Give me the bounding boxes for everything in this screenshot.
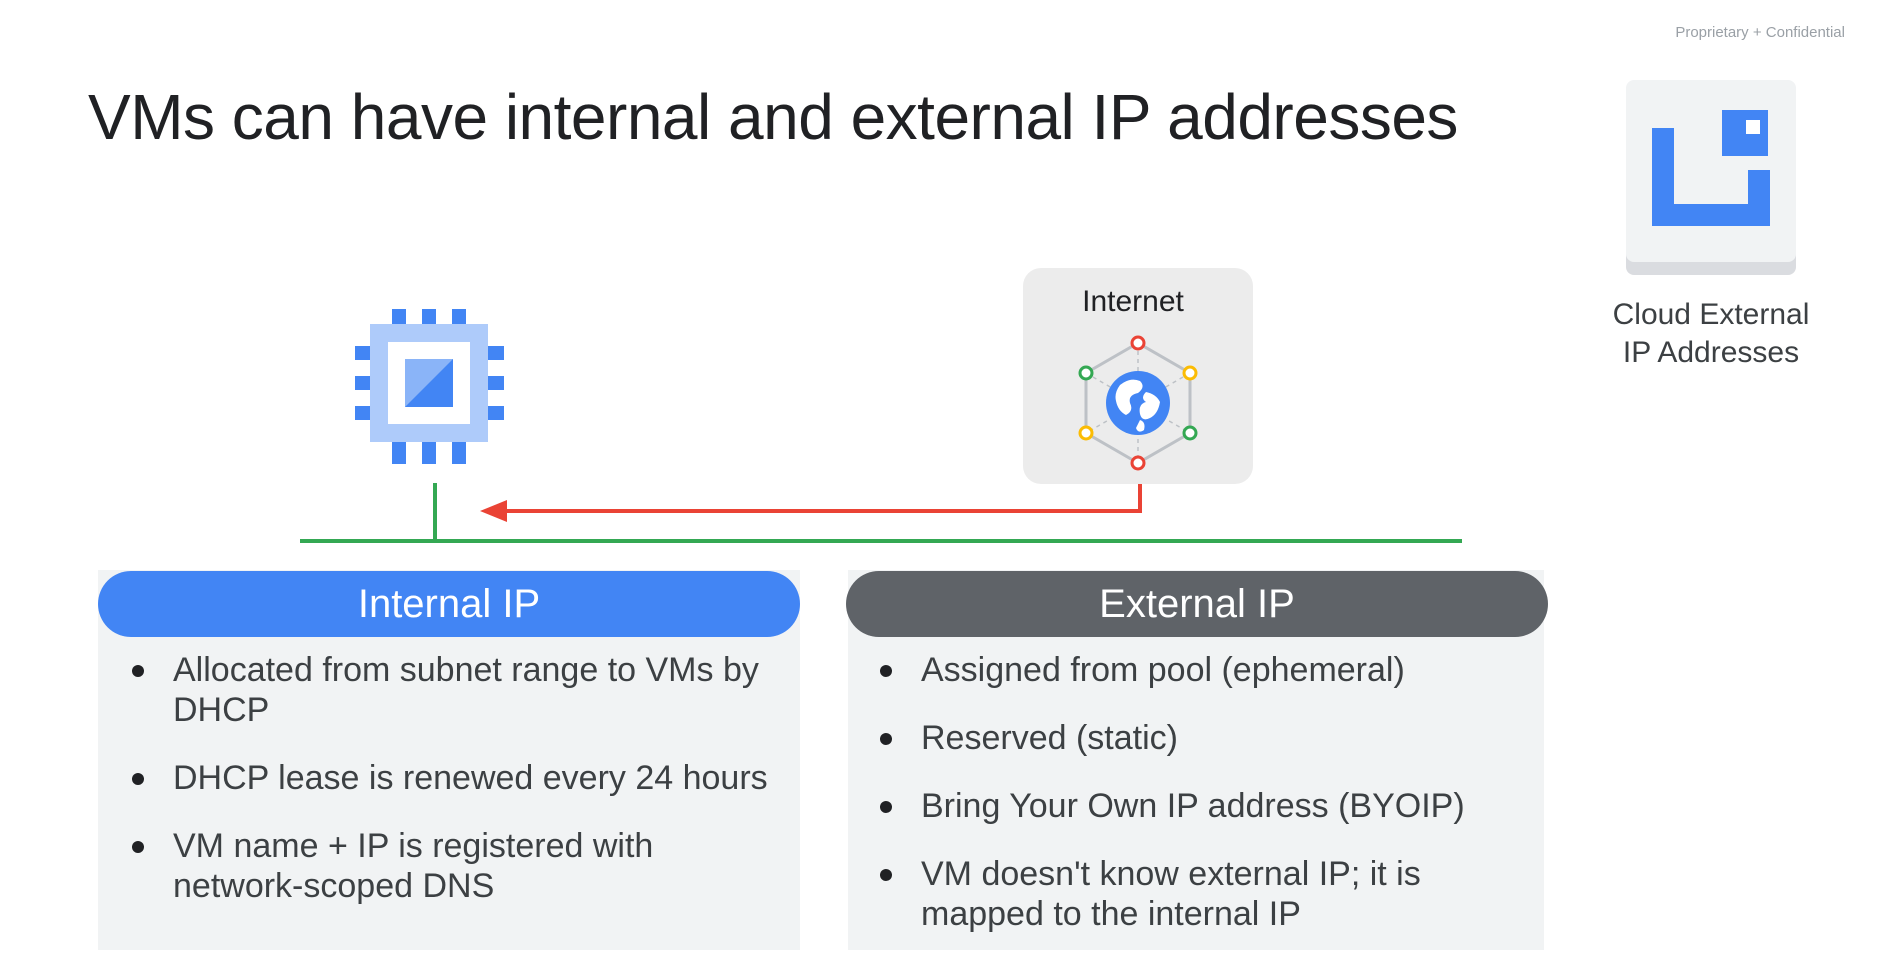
product-label-line1: Cloud External: [1612, 298, 1810, 331]
globe-network-icon: [1078, 335, 1198, 471]
list-item: VM name + IP is registered with network-…: [98, 826, 788, 906]
list-item: Assigned from pool (ephemeral): [846, 650, 1536, 690]
list-item: Allocated from subnet range to VMs by DH…: [98, 650, 788, 730]
list-item: DHCP lease is renewed every 24 hours: [98, 758, 788, 798]
confidential-label: Proprietary + Confidential: [1675, 24, 1845, 41]
product-label: Cloud External IP Addresses: [1586, 296, 1836, 372]
ingress-arrow: [502, 480, 1142, 513]
arrow-head: [480, 500, 507, 522]
cloud-external-ip-icon: [1626, 80, 1796, 275]
list-item: VM doesn't know external IP; it is mappe…: [846, 854, 1536, 934]
internet-label: Internet: [1082, 285, 1184, 318]
list-item: Reserved (static): [846, 718, 1536, 758]
compute-chip-icon: [355, 309, 504, 464]
external-ip-list: Assigned from pool (ephemeral) Reserved …: [846, 650, 1536, 962]
internal-ip-heading: Internal IP: [98, 571, 800, 637]
page-title: VMs can have internal and external IP ad…: [88, 81, 1458, 153]
product-label-line2: IP Addresses: [1622, 336, 1800, 369]
internal-ip-list: Allocated from subnet range to VMs by DH…: [98, 650, 788, 934]
list-item: Bring Your Own IP address (BYOIP): [846, 786, 1536, 826]
external-ip-heading: External IP: [846, 571, 1548, 637]
